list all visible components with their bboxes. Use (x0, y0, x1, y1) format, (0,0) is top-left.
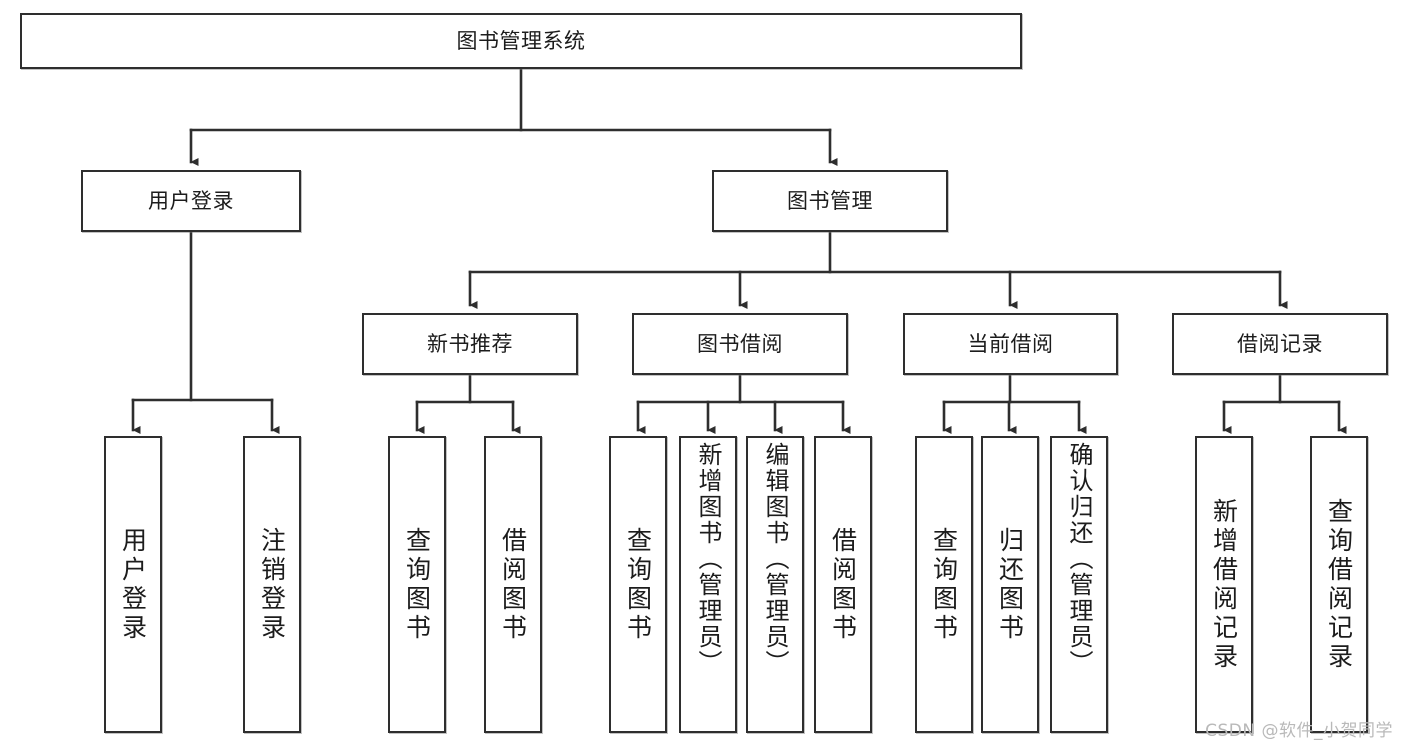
leaf-borrow-add-book[interactable]: 新增图书（管理员） (679, 436, 737, 733)
node-book-borrow-label: 图书借阅 (697, 331, 783, 356)
leaf-borrow-query-book-label: 查询图书 (623, 526, 653, 643)
node-new-book-recommend-label: 新书推荐 (427, 331, 513, 356)
leaf-current-query-book-label: 查询图书 (929, 526, 959, 643)
leaf-borrow-query-book[interactable]: 查询图书 (609, 436, 667, 733)
node-root-label: 图书管理系统 (456, 28, 586, 53)
node-new-book-recommend[interactable]: 新书推荐 (362, 313, 578, 375)
node-current-borrow[interactable]: 当前借阅 (903, 313, 1118, 375)
leaf-borrow-borrow-book-label: 借阅图书 (828, 526, 858, 643)
leaf-newbook-query-book[interactable]: 查询图书 (388, 436, 446, 733)
node-user-login-label: 用户登录 (148, 188, 234, 213)
leaf-user-logout[interactable]: 注销登录 (243, 436, 301, 733)
node-current-borrow-label: 当前借阅 (967, 331, 1054, 356)
node-borrow-record[interactable]: 借阅记录 (1172, 313, 1388, 375)
leaf-borrow-edit-book-label: 编辑图书（管理员） (761, 442, 789, 676)
leaf-newbook-query-book-label: 查询图书 (402, 526, 432, 643)
node-book-management-label: 图书管理 (787, 188, 873, 213)
leaf-current-return-book-label: 归还图书 (995, 526, 1025, 643)
node-user-login[interactable]: 用户登录 (81, 170, 301, 232)
leaf-current-confirm-return-label: 确认归还（管理员） (1065, 442, 1093, 676)
leaf-user-login-label: 用户登录 (118, 526, 148, 643)
node-root[interactable]: 图书管理系统 (20, 13, 1022, 69)
leaf-user-logout-label: 注销登录 (257, 526, 287, 643)
node-borrow-record-label: 借阅记录 (1237, 331, 1323, 356)
leaf-record-query-label: 查询借阅记录 (1324, 497, 1354, 672)
leaf-borrow-add-book-label: 新增图书（管理员） (694, 442, 722, 676)
leaf-record-add[interactable]: 新增借阅记录 (1195, 436, 1253, 733)
leaf-record-add-label: 新增借阅记录 (1209, 497, 1239, 672)
csdn-watermark: CSDN @软件_小贺同学 (1205, 721, 1393, 741)
leaf-current-confirm-return[interactable]: 确认归还（管理员） (1050, 436, 1108, 733)
leaf-borrow-borrow-book[interactable]: 借阅图书 (814, 436, 872, 733)
node-book-borrow[interactable]: 图书借阅 (632, 313, 848, 375)
leaf-current-return-book[interactable]: 归还图书 (981, 436, 1039, 733)
leaf-user-login[interactable]: 用户登录 (104, 436, 162, 733)
leaf-record-query[interactable]: 查询借阅记录 (1310, 436, 1368, 733)
leaf-current-query-book[interactable]: 查询图书 (915, 436, 973, 733)
leaf-borrow-edit-book[interactable]: 编辑图书（管理员） (746, 436, 804, 733)
leaf-newbook-borrow-book-label: 借阅图书 (498, 526, 528, 643)
leaf-newbook-borrow-book[interactable]: 借阅图书 (484, 436, 542, 733)
node-book-management[interactable]: 图书管理 (712, 170, 948, 232)
